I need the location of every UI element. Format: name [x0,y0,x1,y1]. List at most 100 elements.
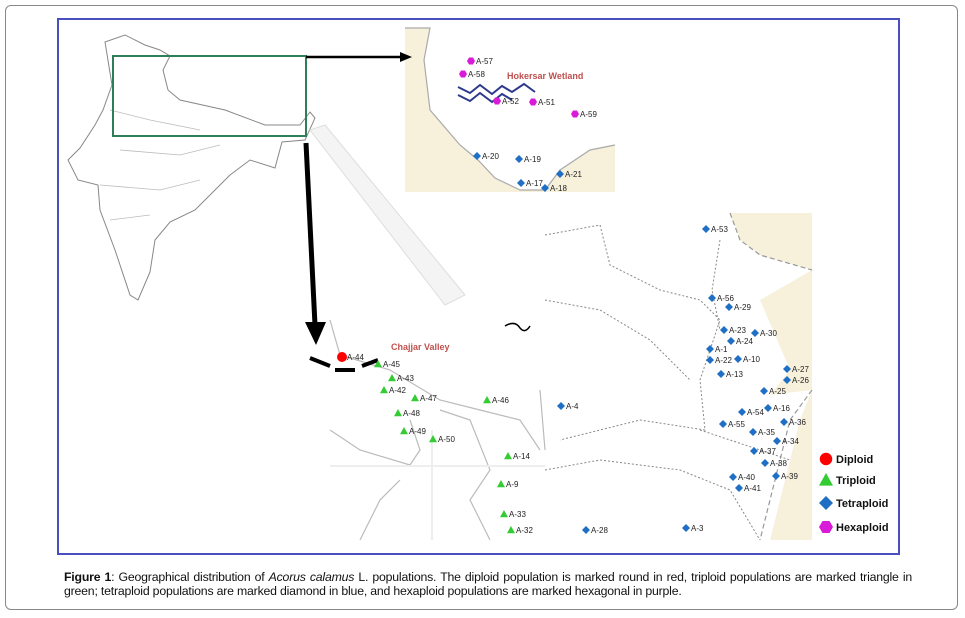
tetraploid-marker-icon [557,402,565,410]
legend-label-hexaploid: Hexaploid [836,522,889,534]
marker-tetraploid: A-4 [557,402,579,411]
legend-triploid-icon [819,473,833,486]
marker-label: A-36 [789,418,806,427]
marker-hexaploid: A-51 [529,98,555,107]
zoom-shadow [309,124,466,306]
arrowhead-icon [305,322,326,345]
triploid-marker-icon [483,396,491,404]
marker-label: A-27 [792,365,809,374]
tetraploid-marker-icon [729,473,737,481]
legend-diploid-icon [818,451,834,467]
marker-label: A-43 [397,374,414,383]
tetraploid-marker-icon [761,459,769,467]
marker-label: A-10 [743,355,760,364]
marker-tetraploid: A-39 [772,472,798,481]
marker-tetraploid: A-34 [773,437,799,446]
place-hokersar: Hokersar Wetland [507,71,583,81]
marker-label: A-23 [729,326,746,335]
inset-border-line [405,27,616,191]
marker-label: A-28 [591,526,608,535]
tetraploid-marker-icon [750,447,758,455]
tetraploid-marker-icon [517,179,525,187]
tetraploid-marker-icon [751,329,759,337]
tetraploid-marker-icon [473,152,481,160]
marker-tetraploid: A-18 [541,184,567,193]
tetraploid-marker-icon [727,337,735,345]
marker-tetraploid: A-35 [749,428,775,437]
marker-label: A-54 [747,408,764,417]
marker-tetraploid: A-29 [725,303,751,312]
marker-triploid: A-47 [411,394,437,403]
marker-label: A-55 [728,420,745,429]
marker-tetraploid: A-20 [473,152,499,161]
marker-label: A-40 [738,473,755,482]
triploid-marker-icon [507,526,515,534]
triploid-marker-icon [411,394,419,402]
tetraploid-marker-icon [760,387,768,395]
marker-triploid: A-46 [483,396,509,405]
diploid-marker-icon [337,352,347,362]
marker-tetraploid: A-17 [517,179,543,188]
india-outline [67,34,316,301]
marker-hexaploid: A-58 [459,70,485,79]
tetraploid-marker-icon [780,418,788,426]
marker-tetraploid: A-21 [556,170,582,179]
marker-label: A-56 [717,294,734,303]
marker-tetraploid: A-25 [760,387,786,396]
marker-label: A-13 [726,370,743,379]
marker-hexaploid: A-57 [467,57,493,66]
triploid-marker-icon [497,480,505,488]
marker-tetraploid: A-23 [720,326,746,335]
marker-label: A-48 [403,409,420,418]
marker-label: A-41 [744,484,761,493]
right-map-border [729,212,813,541]
marker-label: A-1 [715,345,728,354]
wetland-wave-icon [457,82,536,104]
place-chajjar: Chajjar Valley [391,342,450,352]
marker-triploid: A-49 [400,427,426,436]
marker-triploid: A-48 [394,409,420,418]
tetraploid-marker-icon [515,155,523,163]
marker-label: A-3 [691,524,704,533]
tetraploid-marker-icon [772,472,780,480]
marker-tetraploid: A-26 [783,376,809,385]
tetraploid-marker-icon [541,184,549,192]
triploid-marker-icon [394,409,402,417]
legend-hexaploid-icon [819,520,833,534]
triploid-marker-icon [380,386,388,394]
marker-label: A-17 [526,179,543,188]
marker-label: A-49 [409,427,426,436]
marker-hexaploid: A-59 [571,110,597,119]
marker-label: A-39 [781,472,798,481]
marker-triploid: A-45 [374,360,400,369]
tetraploid-marker-icon [783,365,791,373]
valley-gridlines [330,430,545,540]
legend-label-diploid: Diploid [836,454,873,466]
marker-label: A-38 [770,459,787,468]
marker-tetraploid: A-16 [764,404,790,413]
marker-label: A-18 [550,184,567,193]
tetraploid-marker-icon [706,345,714,353]
tetraploid-marker-icon [783,376,791,384]
marker-tetraploid: A-19 [515,155,541,164]
marker-tetraploid: A-27 [783,365,809,374]
marker-label: A-30 [760,329,777,338]
tetraploid-marker-icon [749,428,757,436]
marker-label: A-57 [476,57,493,66]
marker-label: A-47 [420,394,437,403]
marker-triploid: A-43 [388,374,414,383]
marker-tetraploid: A-37 [750,447,776,456]
marker-label: A-42 [389,386,406,395]
marker-triploid: A-9 [497,480,519,489]
river-icon [504,322,531,332]
marker-label: A-24 [736,337,753,346]
tetraploid-marker-icon [582,526,590,534]
marker-triploid: A-50 [429,435,455,444]
triploid-marker-icon [500,510,508,518]
marker-label: A-4 [566,402,579,411]
marker-tetraploid: A-1 [706,345,728,354]
marker-label: A-51 [538,98,555,107]
india-state-lines [99,109,221,221]
